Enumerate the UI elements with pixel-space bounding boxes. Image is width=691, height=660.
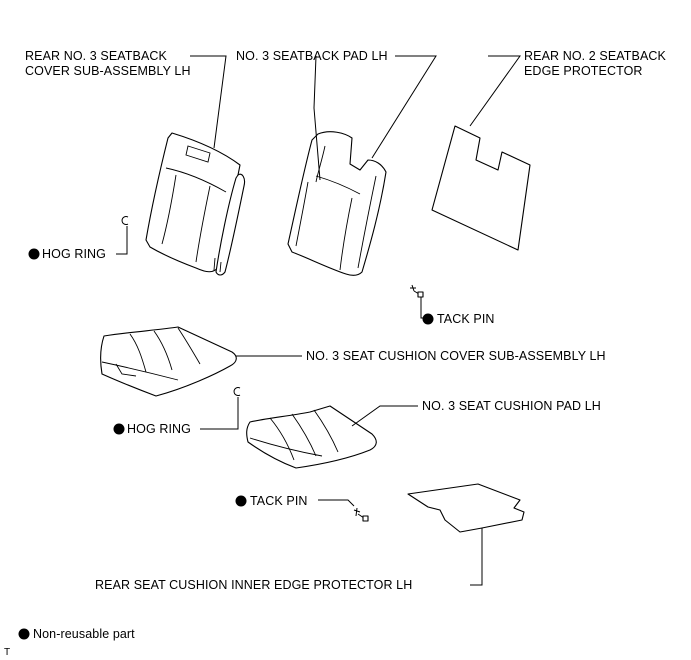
no3-seat-cushion-pad-label: NO. 3 SEAT CUSHION PAD LH xyxy=(422,399,601,413)
tack-pin-right-part xyxy=(410,284,430,319)
no3-seatback-pad-label: NO. 3 SEATBACK PAD LH xyxy=(236,49,388,63)
label-line: REAR NO. 3 SEATBACK xyxy=(25,49,167,63)
seatback-pad-part xyxy=(287,131,387,276)
hog-ring-upper-label: HOG RING xyxy=(42,247,106,261)
hog-ring-lower-part xyxy=(200,387,241,430)
non-reusable-dot-icon xyxy=(18,628,30,640)
seat-cushion-pad-part xyxy=(246,405,377,469)
non-reusable-dot-icon xyxy=(113,423,125,435)
rear-no3-seatback-cover-label: REAR NO. 3 SEATBACK COVER SUB-ASSEMBLY L… xyxy=(25,49,191,79)
non-reusable-dot-icon xyxy=(422,313,434,325)
seat-cushion-cover-part xyxy=(100,326,237,397)
label-line: EDGE PROTECTOR xyxy=(524,64,643,78)
legend-non-reusable-text: Non-reusable part xyxy=(33,627,135,641)
non-reusable-dot-icon xyxy=(28,248,40,260)
hog-ring-upper-part xyxy=(116,216,129,255)
corner-mark: T xyxy=(4,647,11,658)
non-reusable-dot-icon xyxy=(235,495,247,507)
no3-seat-cushion-cover-label: NO. 3 SEAT CUSHION COVER SUB-ASSEMBLY LH xyxy=(306,349,606,363)
tack-pin-lower-label: TACK PIN xyxy=(250,494,308,508)
label-line: COVER SUB-ASSEMBLY LH xyxy=(25,64,191,78)
tack-pin-right-label: TACK PIN xyxy=(437,312,495,326)
leader-lines xyxy=(190,55,521,586)
inner-edge-protector-part xyxy=(407,483,525,533)
rear-no2-seatback-edge-protector-label: REAR NO. 2 SEATBACK EDGE PROTECTOR xyxy=(524,49,666,79)
tack-pin-lower-part xyxy=(318,499,369,522)
rear-seat-cushion-inner-edge-protector-label: REAR SEAT CUSHION INNER EDGE PROTECTOR L… xyxy=(95,578,413,592)
label-line: REAR NO. 2 SEATBACK xyxy=(524,49,666,63)
edge-protector-part xyxy=(431,125,531,251)
seatback-cover-part xyxy=(145,132,246,276)
hog-ring-lower-label: HOG RING xyxy=(127,422,191,436)
